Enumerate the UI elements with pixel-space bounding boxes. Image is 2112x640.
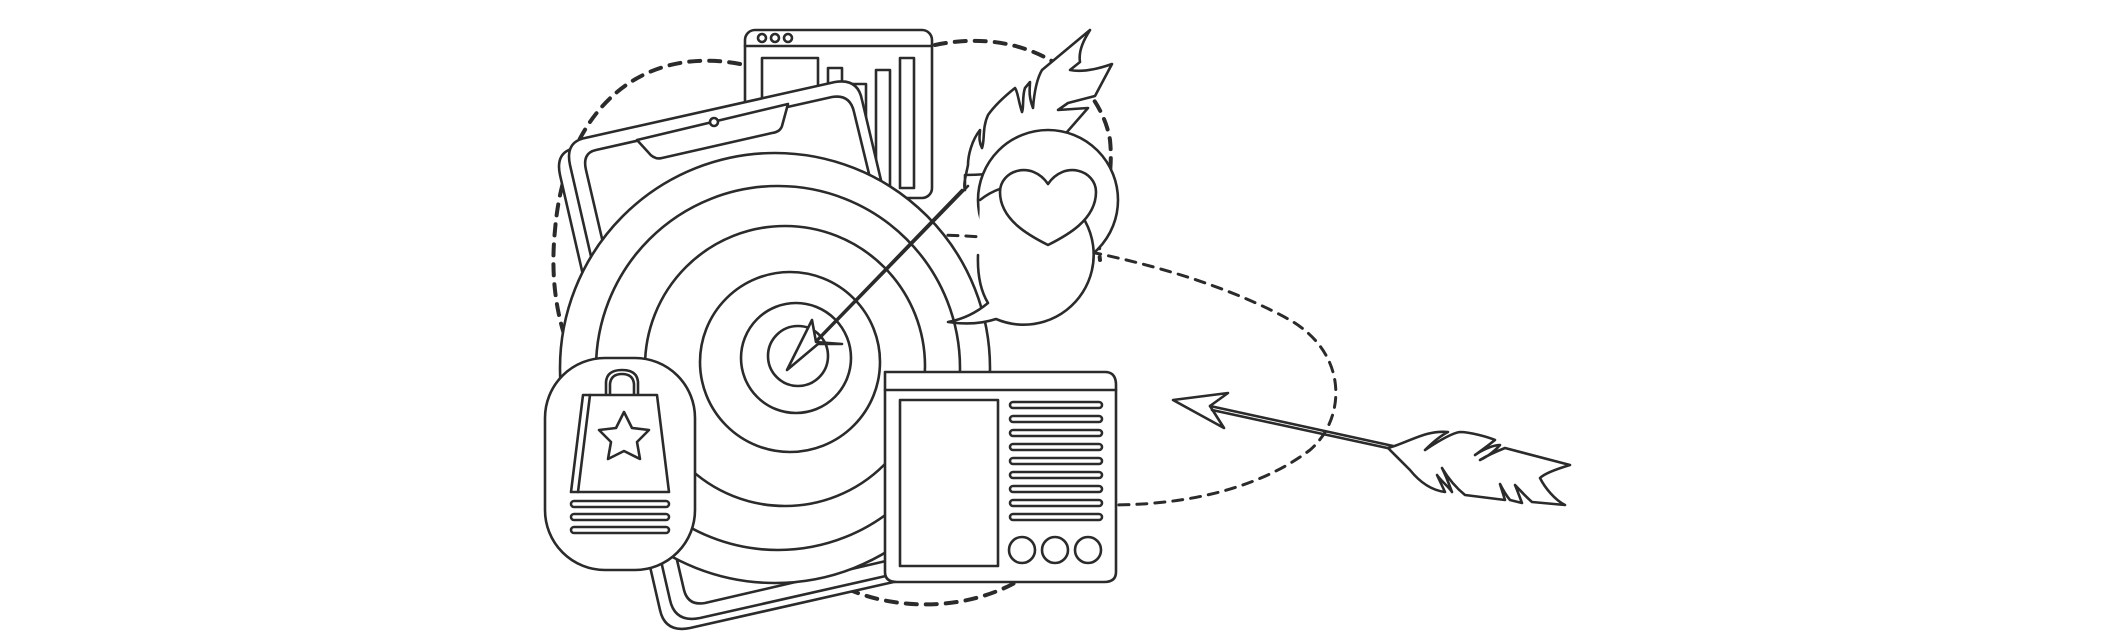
feather-icon (1386, 430, 1572, 507)
star-icon (597, 410, 651, 461)
window-dot (782, 32, 794, 44)
card-dot (1073, 535, 1103, 565)
heart-bubble (946, 128, 1120, 326)
window-dot (769, 32, 781, 44)
window-dot (756, 32, 768, 44)
document-card-icon (883, 370, 1118, 584)
text-lines (1008, 400, 1104, 522)
card-dot (1040, 535, 1070, 565)
heart-icon (998, 168, 1098, 247)
card-dot (1007, 535, 1037, 565)
shopping-bag-icon (543, 356, 697, 572)
flying-arrow-icon (1171, 391, 1572, 507)
